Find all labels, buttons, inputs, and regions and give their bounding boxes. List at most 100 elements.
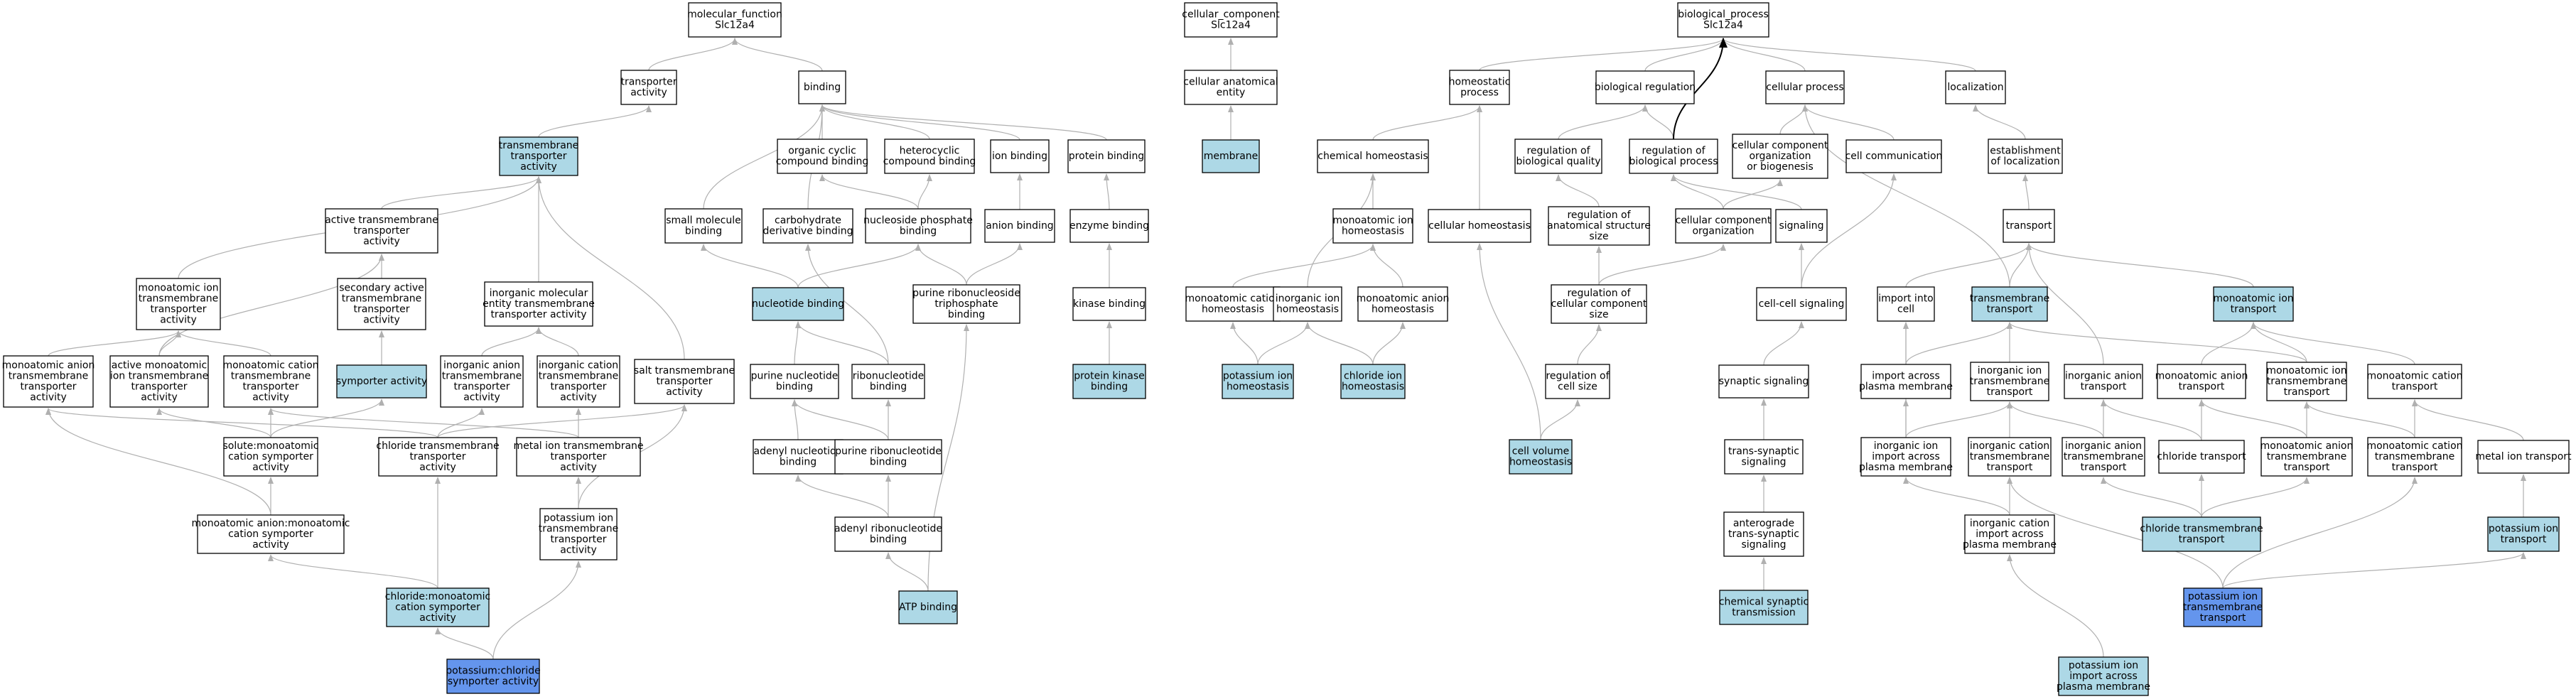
- go-term-node-loc[interactable]: localization: [1945, 70, 2006, 104]
- go-term-node-kitta[interactable]: potassium iontransmembranetransporteract…: [539, 508, 619, 560]
- go-term-node-bind[interactable]: binding: [798, 70, 846, 104]
- go-term-node-cellh[interactable]: cellular homeostasis: [1428, 209, 1531, 243]
- node-label: molecular_function: [687, 9, 782, 21]
- go-term-node-mitta[interactable]: metal ion transmembranetransporteractivi…: [513, 437, 644, 477]
- go-term-node-mcitta[interactable]: monoatomic cationtransmembranetransporte…: [222, 355, 319, 408]
- go-term-node-sata[interactable]: secondary activetransmembranetransporter…: [337, 278, 426, 330]
- node-label: transport: [2392, 462, 2438, 473]
- go-term-node-ccomm[interactable]: cell communication: [1845, 139, 1943, 173]
- edge-homeo-to-bp: [1479, 38, 1726, 71]
- go-term-node-maitta[interactable]: monoatomic aniontransmembranetransporter…: [2, 355, 95, 408]
- go-term-node-nucb[interactable]: nucleotide binding: [752, 287, 844, 321]
- go-term-node-bioreg[interactable]: biological regulation: [1595, 70, 1696, 104]
- go-term-node-memb[interactable]: membrane: [1202, 139, 1260, 173]
- go-term-node-icatta[interactable]: inorganic cationtransmembranetransporter…: [537, 355, 620, 408]
- go-term-node-enzb[interactable]: enzyme binding: [1069, 209, 1149, 243]
- go-term-node-kinb[interactable]: kinase binding: [1072, 287, 1146, 321]
- go-term-node-sig[interactable]: signaling: [1775, 209, 1828, 243]
- go-term-node-cellp[interactable]: cellular process: [1765, 70, 1845, 104]
- go-term-node-syma[interactable]: symporter activity: [336, 364, 427, 399]
- go-term-node-protb[interactable]: protein binding: [1067, 139, 1146, 173]
- go-term-node-mett[interactable]: metal ion transport: [2475, 440, 2572, 474]
- node-box: [3, 355, 94, 408]
- go-term-node-chemh[interactable]: chemical homeostasis: [1317, 139, 1429, 173]
- go-term-node-clt[interactable]: chloride transport: [2157, 440, 2246, 474]
- go-term-node-iatta[interactable]: inorganic aniontransmembranetransportera…: [440, 355, 524, 408]
- go-term-node-atpb[interactable]: ATP binding: [898, 590, 958, 624]
- node-label: cellular component: [1551, 298, 1647, 310]
- go-term-node-moitta[interactable]: monoatomic iontransmembranetransporterac…: [136, 278, 221, 330]
- go-term-node-ionb[interactable]: ion binding: [990, 139, 1050, 173]
- go-term-node-trans[interactable]: transport: [2003, 209, 2055, 243]
- go-term-node-synsig[interactable]: synaptic signaling: [1718, 364, 1809, 399]
- go-term-node-anb[interactable]: anion binding: [984, 209, 1055, 243]
- go-term-node-ccsig[interactable]: cell-cell signaling: [1756, 287, 1847, 321]
- go-term-node-ctta[interactable]: chloride transmembranetransporteractivit…: [376, 437, 500, 477]
